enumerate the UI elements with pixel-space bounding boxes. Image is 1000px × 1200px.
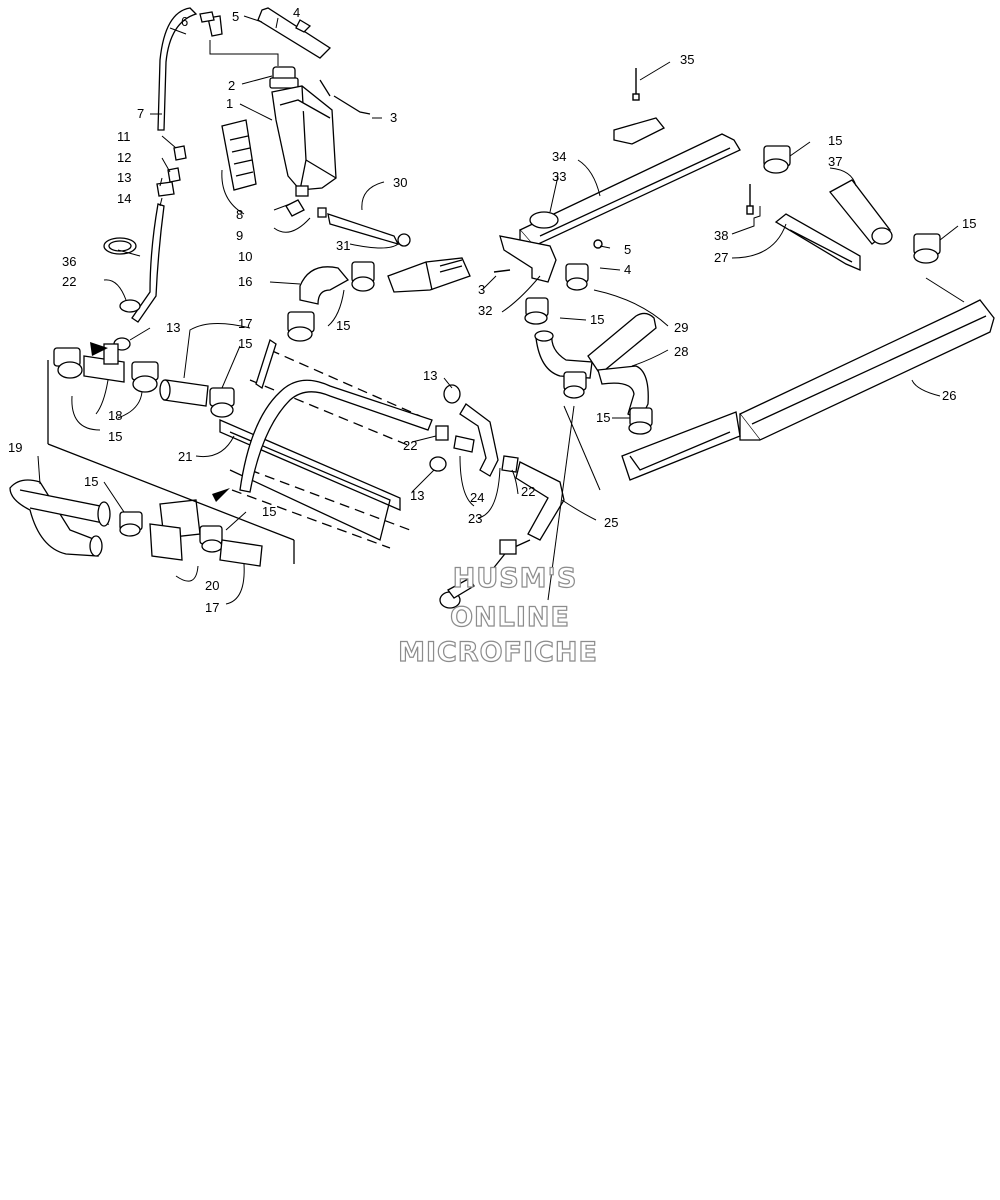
callout-15e: 15 — [262, 504, 276, 519]
callout-3b: 3 — [478, 282, 485, 297]
callout-5b: 5 — [624, 242, 631, 257]
callout-35: 35 — [680, 52, 694, 67]
flow-arrows — [90, 342, 230, 502]
callout-36: 36 — [62, 254, 76, 269]
callout-22c: 22 — [521, 484, 535, 499]
tee-fitting-assembly — [53, 343, 235, 418]
callout-22b: 22 — [403, 438, 417, 453]
callout-22a: 22 — [62, 274, 76, 289]
callout-17b: 17 — [205, 600, 219, 615]
callout-30: 30 — [393, 175, 407, 190]
callout-13d: 13 — [410, 488, 424, 503]
callout-33: 33 — [552, 169, 566, 184]
callout-12: 12 — [117, 150, 131, 165]
callout-25: 25 — [604, 515, 618, 530]
callout-14: 14 — [117, 191, 131, 206]
callout-7: 7 — [137, 106, 144, 121]
callout-9: 9 — [236, 228, 243, 243]
callout-15h: 15 — [590, 312, 604, 327]
callout-32: 32 — [478, 303, 492, 318]
callout-16: 16 — [238, 274, 252, 289]
callout-24: 24 — [470, 490, 484, 505]
callout-4: 4 — [293, 5, 300, 20]
return-hose-assembly — [429, 384, 565, 609]
callout-15a: 15 — [336, 318, 350, 333]
flow-arrow-lower-icon — [212, 488, 230, 502]
callout-2: 2 — [228, 78, 235, 93]
callout-15d: 15 — [84, 474, 98, 489]
crossover-hose-assembly — [9, 360, 295, 567]
callout-15i: 15 — [596, 410, 610, 425]
callout-17a: 17 — [238, 316, 252, 331]
callout-28: 28 — [674, 344, 688, 359]
fittings-stack — [103, 145, 187, 351]
screws — [493, 68, 754, 273]
callout-21: 21 — [178, 449, 192, 464]
callout-15c: 15 — [108, 429, 122, 444]
callout-13b: 13 — [166, 320, 180, 335]
callout-27: 27 — [714, 250, 728, 265]
callout-23: 23 — [468, 511, 482, 526]
callout-20: 20 — [205, 578, 219, 593]
callout-13a: 13 — [117, 170, 131, 185]
callout-18: 18 — [108, 408, 122, 423]
vent-hose — [157, 7, 223, 131]
front-heat-exchanger — [219, 338, 433, 549]
callout-38: 38 — [714, 228, 728, 243]
callout-15g: 15 — [962, 216, 976, 231]
callout-6: 6 — [181, 14, 188, 29]
callout-3: 3 — [390, 110, 397, 125]
callout-1: 1 — [226, 96, 233, 111]
callout-19: 19 — [8, 440, 22, 455]
flow-arrow-upper-icon — [90, 342, 108, 356]
callout-10: 10 — [238, 249, 252, 264]
callout-37: 37 — [828, 154, 842, 169]
watermark-line-3: MICROFICHE — [397, 636, 598, 668]
callout-labels: 5 4 6 2 1 3 7 11 12 13 14 8 9 10 30 31 3… — [8, 5, 976, 615]
callout-11: 11 — [117, 129, 131, 144]
callout-15b: 15 — [238, 336, 252, 351]
callout-31: 31 — [336, 238, 350, 253]
callout-5: 5 — [232, 9, 239, 24]
watermark-line-2: ONLINE — [449, 601, 570, 633]
callout-29: 29 — [674, 320, 688, 335]
callout-8: 8 — [236, 207, 243, 222]
callout-26: 26 — [942, 388, 956, 403]
callout-13c: 13 — [423, 368, 437, 383]
rear-heat-exchanger-rails — [499, 117, 995, 481]
coolant-bottle-assembly — [221, 7, 411, 247]
callout-15f: 15 — [828, 133, 842, 148]
watermark-line-1: HUSM'S — [452, 562, 578, 594]
leader-lines — [37, 15, 965, 605]
callout-4b: 4 — [624, 262, 631, 277]
callout-34: 34 — [552, 149, 566, 164]
upper-hose-16 — [287, 257, 471, 342]
